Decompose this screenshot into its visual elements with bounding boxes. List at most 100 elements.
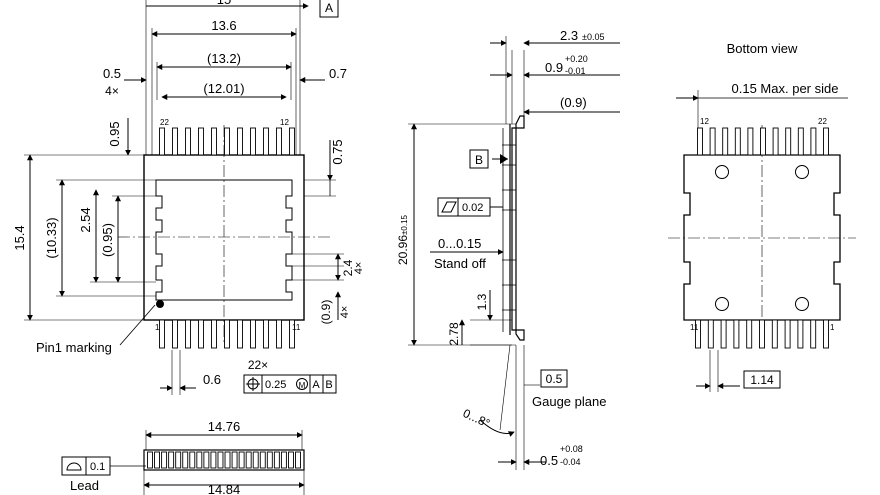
bottom-lead-top [697, 127, 703, 156]
side-view [408, 36, 620, 470]
dim-body-width: 13.6 [211, 18, 236, 33]
dim-standoff-height: 0.9 [545, 60, 563, 75]
lead-top [224, 127, 230, 156]
dim-length-value: 20.96 [396, 235, 410, 265]
flatness-frame [61, 456, 111, 476]
dim-standoff-tol-plus: +0.20 [565, 54, 588, 64]
profile-lead [252, 451, 259, 469]
dim-left-margin: 0.5 [103, 66, 121, 81]
bottom-lead-bottom [797, 319, 804, 349]
dim-lead-offset: 0.95 [107, 121, 122, 146]
pitch-box: 1.14 [743, 370, 781, 389]
lead-bottom [263, 319, 269, 349]
bottom-lead-bottom [720, 319, 727, 349]
bottom-lead-top [797, 127, 804, 156]
bottom-lead-top [772, 127, 779, 156]
profile-lead [154, 451, 161, 469]
profile-lead [147, 451, 153, 469]
profile-lead [161, 451, 168, 469]
bottom-lead-top [823, 127, 829, 156]
bottom-lead-bottom [759, 319, 765, 349]
front-view [24, 0, 344, 495]
angle-label: 0...8° [461, 406, 493, 431]
lead-bottom [276, 319, 282, 349]
dim-pitch: 0.6 [203, 372, 221, 387]
lead-bottom [289, 319, 295, 349]
dim-pad-width: (12.01) [203, 81, 244, 96]
dim-foot-len: 2.78 [447, 322, 461, 346]
bottom-view [668, 90, 856, 392]
lead-top [250, 127, 256, 156]
dim-lead-len: 1.3 [475, 293, 489, 310]
dim-lead-thk: 0.5 [540, 453, 558, 468]
bottom-lead-bottom [771, 319, 778, 349]
side-dim-labels: 2.3 ±0.05 0.9 +0.20 -0.01 (0.9) 20.96±0.… [396, 28, 606, 468]
gauge-plane-label: Gauge plane [532, 394, 606, 409]
dim-thickness-tol: ±0.05 [582, 32, 604, 42]
dim-pitch-inner: (0.95) [100, 223, 115, 257]
lead-bottom [159, 319, 165, 349]
dim-standoff-tol-minus: -0.01 [565, 66, 586, 76]
lead-top [172, 127, 178, 156]
bottom-pin-label-12: 12 [700, 117, 709, 126]
profile-lead [168, 451, 175, 469]
bottom-lead-top [722, 127, 729, 156]
pin-label-12: 12 [280, 118, 289, 127]
dim-pitch-group: 2.54 [78, 207, 93, 232]
bottom-lead-bottom [695, 319, 701, 349]
profile-lead [288, 451, 294, 469]
dim-inner-height: (10.33) [44, 217, 59, 258]
profile-leads [147, 451, 301, 469]
dim-gap: (0.9) [560, 95, 587, 110]
tol-modifier: M [299, 381, 306, 390]
position-tolerance-frame [243, 374, 337, 394]
pitch-box-value: 1.14 [750, 373, 774, 387]
profile-lead [266, 451, 273, 469]
parallelism-frame: 0.02 [437, 197, 503, 217]
bottom-lead-top [760, 127, 766, 156]
dim-thickness: 2.3 [560, 28, 578, 43]
bottom-pin-label-1: 1 [830, 323, 835, 332]
bottom-lead-bottom [746, 319, 753, 349]
dim-width-bottom: 14.84 [208, 482, 241, 495]
profile-lead [245, 451, 252, 469]
tol-datum-2: B [325, 379, 332, 391]
pin-label-1: 1 [155, 323, 160, 332]
tol-datum-1: A [312, 379, 320, 391]
dim-side-step-count: 4× [339, 306, 351, 319]
pin1-marking-callout: Pin1 marking [36, 340, 112, 355]
datum-a-box: A [319, 0, 339, 18]
lead-top [263, 127, 269, 156]
profile-lead [175, 451, 182, 469]
lead-bottom [198, 319, 204, 349]
dim-standoff-range: 0...0.15 [438, 236, 481, 251]
dim-lead-thk-tol-minus: -0.04 [560, 457, 581, 467]
profile-lead [196, 451, 203, 469]
profile-lead [217, 451, 224, 469]
dim-height: 15.4 [12, 225, 27, 250]
flatness-value: 0.1 [90, 461, 105, 473]
position-tolerance-text: 0.25 M A B [265, 379, 333, 391]
dim-right-margin: 0.7 [329, 66, 347, 81]
lead-callout: Lead [70, 478, 99, 493]
dim-side-step: (0.9) [319, 300, 333, 325]
bottom-pin-labels: 12 22 11 1 [690, 117, 835, 332]
profile-lead [189, 451, 196, 469]
gauge-value: 0.5 [546, 372, 563, 386]
lead-top [185, 127, 191, 156]
bottom-lead-bottom [707, 319, 714, 349]
dim-length-tol: ±0.15 [400, 214, 409, 235]
dim-lead-count: 22× [248, 358, 268, 372]
bottom-lead-top [810, 127, 817, 156]
lead-bottom [250, 319, 256, 349]
datum-b-triangle [500, 154, 508, 164]
datum-a-label: A [325, 1, 333, 15]
front-dim-labels: 15 13.6 (13.2) (12.01) 0.5 4× 0.7 0.95 0… [12, 0, 365, 495]
profile-lead [280, 451, 287, 469]
front-pin-labels: 22 12 1 11 [155, 118, 301, 332]
dim-inner-width: (13.2) [207, 51, 241, 66]
lead-bottom [237, 319, 243, 349]
bottom-leads [695, 127, 829, 349]
profile-lead [182, 451, 189, 469]
